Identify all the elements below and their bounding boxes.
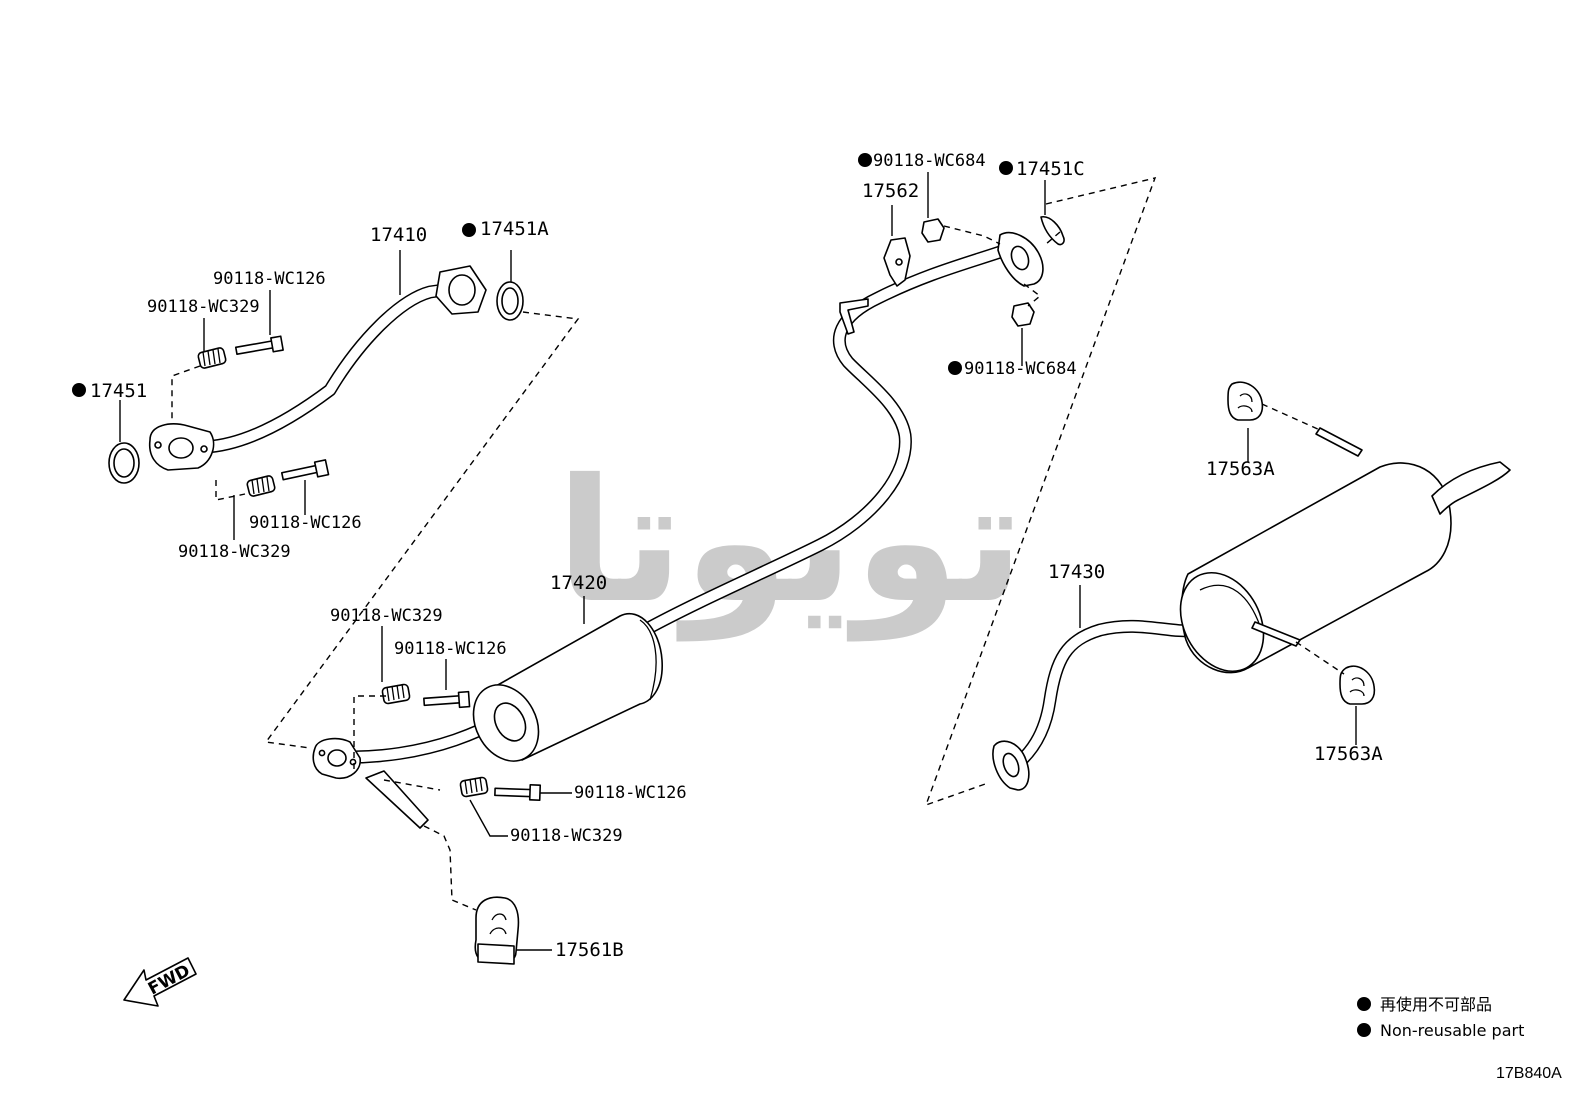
rear-group-frame <box>924 177 1157 807</box>
label-17430: 17430 <box>1048 561 1105 583</box>
label-spring-front-upper: 90118-WC329 <box>147 297 260 317</box>
label-17562: 17562 <box>862 180 919 202</box>
hanger-guides-rear <box>1261 403 1345 675</box>
label-nut-upper: 90118-WC684 <box>873 151 986 171</box>
label-17420: 17420 <box>550 572 607 594</box>
spring-guide-center <box>353 695 441 791</box>
label-17451A: 17451A <box>480 218 549 240</box>
legend-dot-jp <box>1357 997 1371 1011</box>
label-17561B: 17561B <box>555 939 624 961</box>
fwd-label: FWD <box>145 961 194 1000</box>
tail-pipe-17430 <box>992 427 1511 791</box>
label-17451C: 17451C <box>1016 158 1085 180</box>
label-17563A-top: 17563A <box>1206 458 1275 480</box>
hanger-17563A-bottom <box>1339 665 1376 705</box>
leader-lines <box>119 172 1357 951</box>
legend-dot-en <box>1357 1023 1371 1037</box>
hanger-17561B <box>474 896 520 965</box>
front-pipe-17410 <box>148 265 487 471</box>
label-nut-lower: 90118-WC684 <box>964 359 1077 379</box>
label-bolt-front-lower: 90118-WC126 <box>249 513 362 533</box>
nut-upper-wc684 <box>921 218 945 243</box>
watermark-logo: ﺗﻮﻳﻮﺗﺎ <box>556 443 1025 642</box>
label-bolt-center-lower: 90118-WC126 <box>574 783 687 803</box>
watermark-text: ﺗﻮﻳﻮﺗﺎ <box>556 443 1025 642</box>
label-spring-center-lower: 90118-WC329 <box>510 826 623 846</box>
front-group-frame <box>264 311 580 749</box>
legend: 再使用不可部品 Non-reusable part <box>1357 995 1524 1040</box>
spring-lower-front <box>246 475 276 497</box>
hanger-17563A-top <box>1227 381 1264 421</box>
bolt-upper-center <box>423 690 471 709</box>
label-bolt-center-upper: 90118-WC126 <box>394 639 507 659</box>
spring-lower-center <box>459 776 489 798</box>
spring-upper-front <box>197 347 227 369</box>
label-spring-front-lower: 90118-WC329 <box>178 542 291 562</box>
forward-arrow-icon: FWD <box>123 957 197 1007</box>
label-17563A-bottom: 17563A <box>1314 743 1383 765</box>
bracket-17562 <box>883 237 911 287</box>
label-17451: 17451 <box>90 380 147 402</box>
label-17410: 17410 <box>370 224 427 246</box>
label-bolt-front-upper: 90118-WC126 <box>213 269 326 289</box>
reference-code: 17B840A <box>1496 1065 1562 1082</box>
bolt-lower-center <box>494 784 542 801</box>
spring-upper-center <box>381 683 411 705</box>
bolt-lower-front <box>280 459 330 481</box>
legend-jp-text: 再使用不可部品 <box>1380 995 1492 1014</box>
gasket-17451 <box>108 442 140 484</box>
spring-guide-front <box>171 365 246 501</box>
non-reusable-markers <box>72 153 1013 397</box>
hanger-guide-center <box>423 825 477 911</box>
label-spring-center-upper: 90118-WC329 <box>330 606 443 626</box>
center-pipe-17420 <box>312 231 1044 829</box>
bolt-upper-front <box>234 335 284 356</box>
legend-en-text: Non-reusable part <box>1380 1021 1524 1040</box>
gasket-17451C <box>1040 216 1065 246</box>
joint-guides <box>943 225 1061 307</box>
nut-lower-wc684 <box>1011 302 1035 327</box>
gasket-17451A <box>496 281 524 321</box>
